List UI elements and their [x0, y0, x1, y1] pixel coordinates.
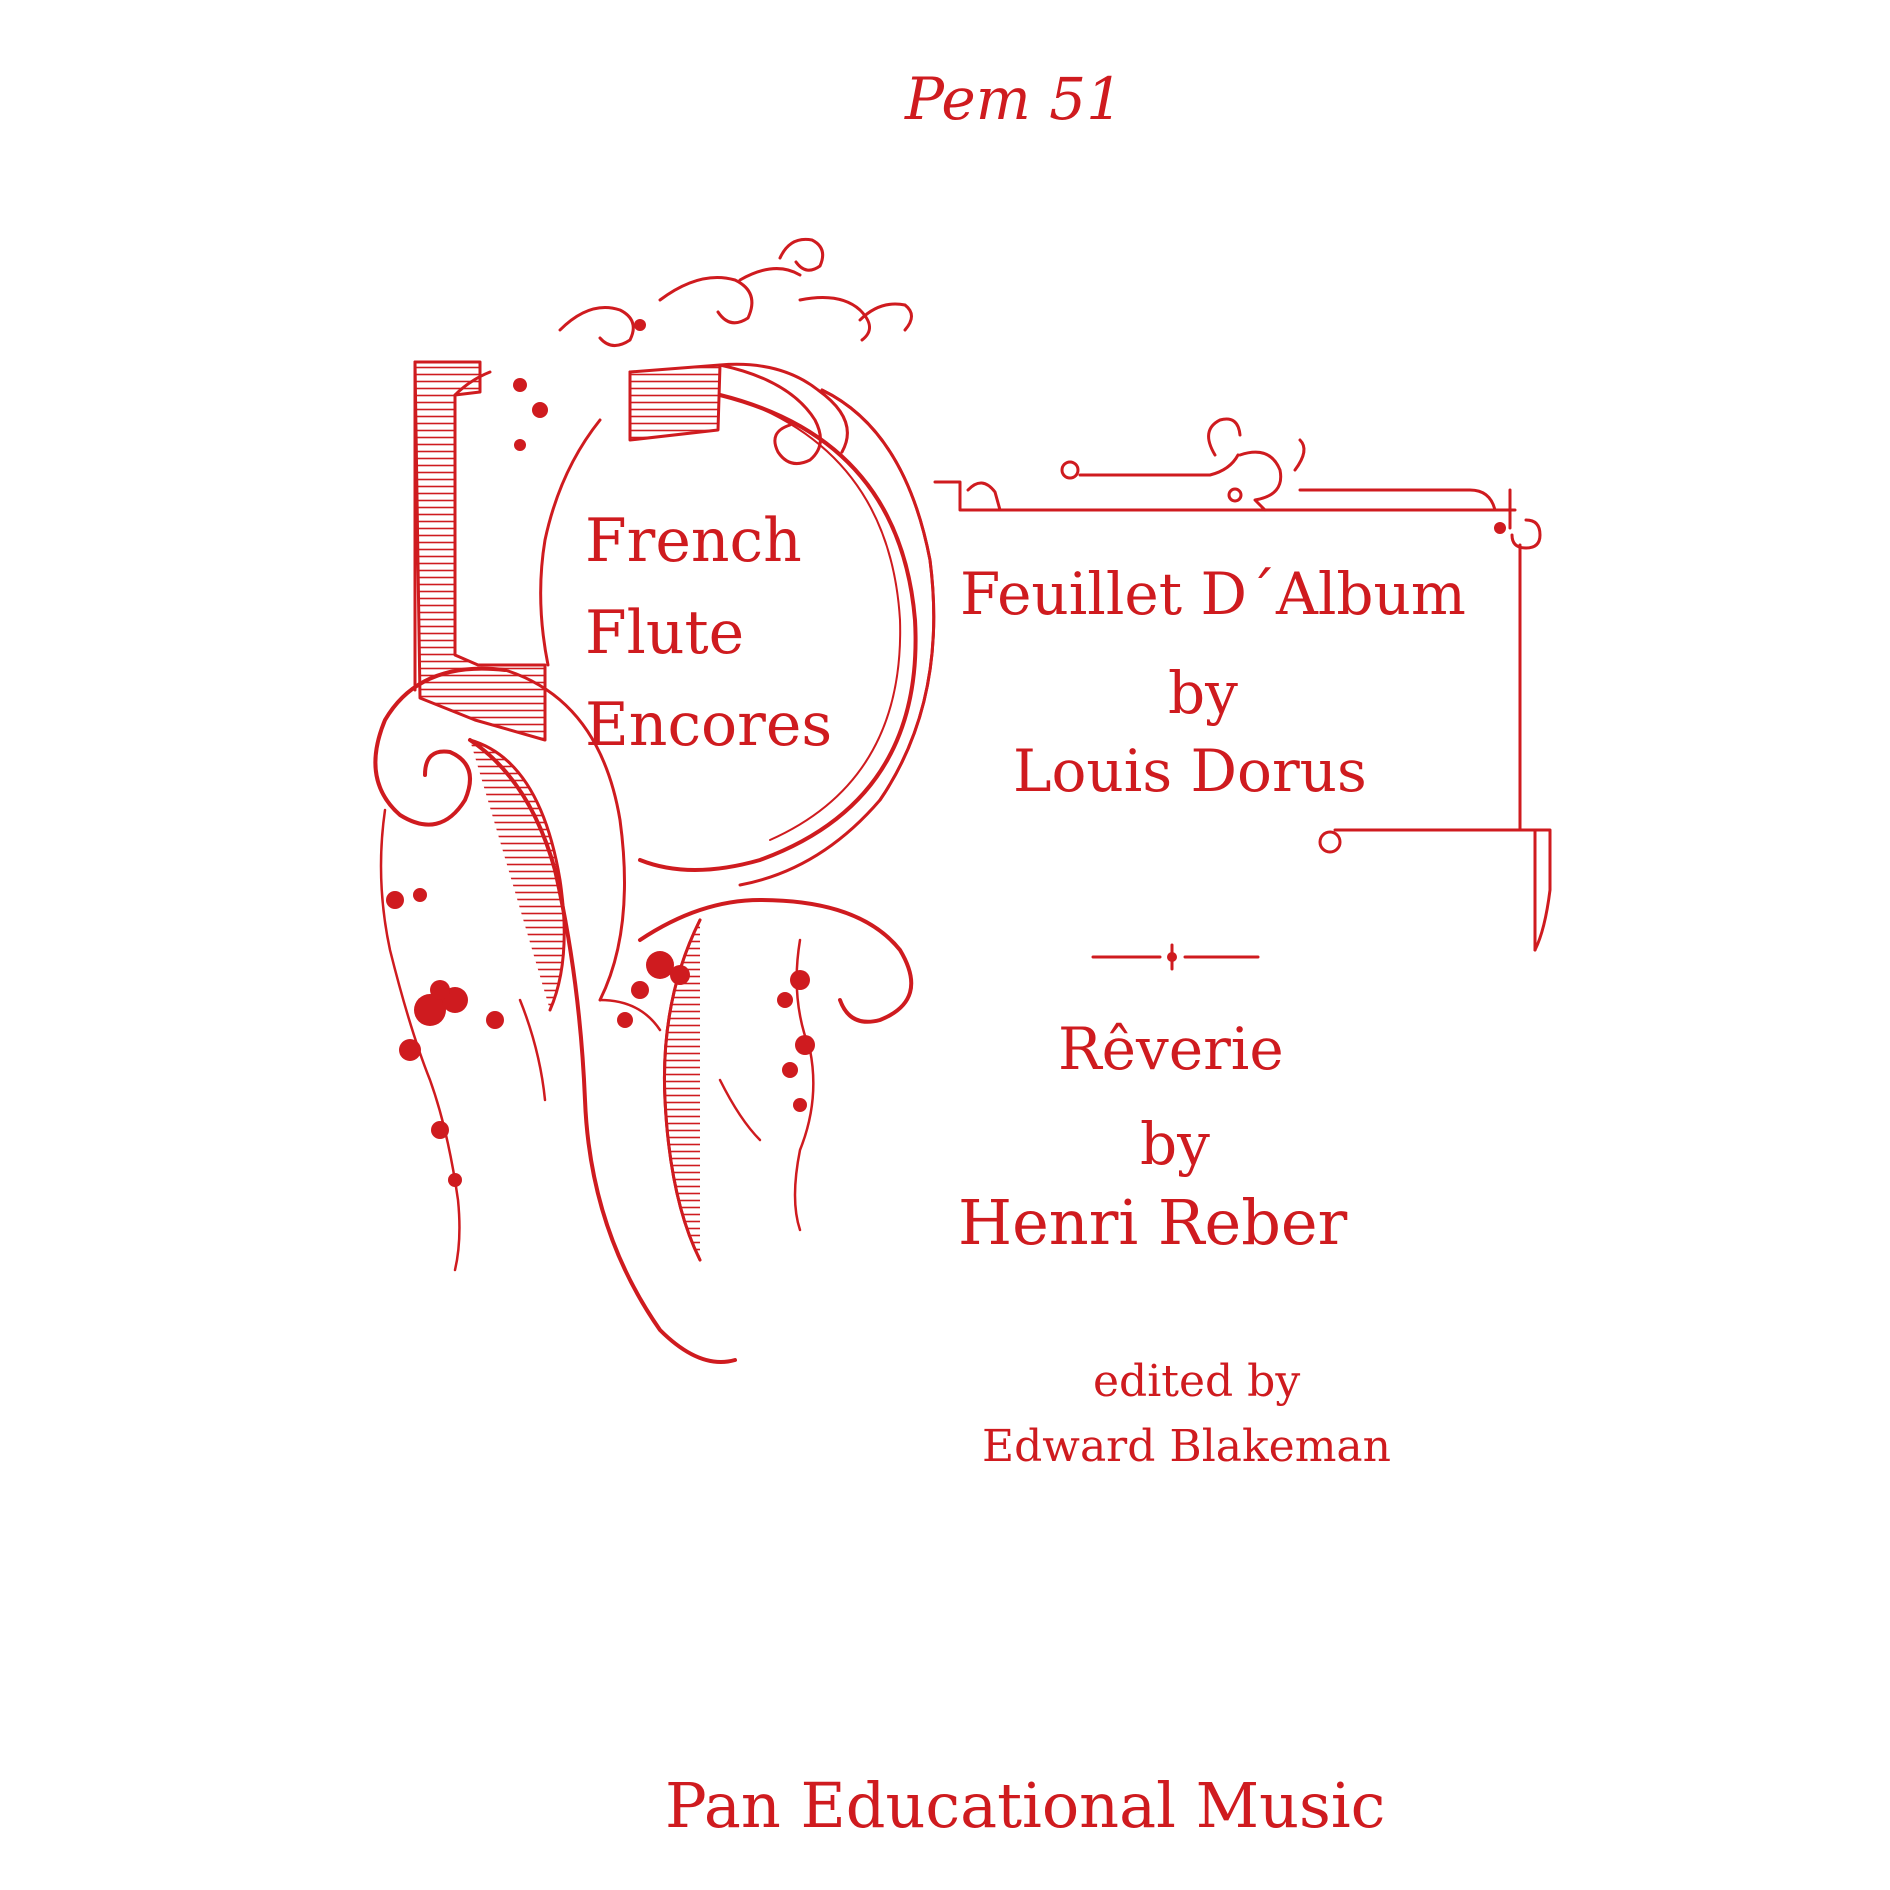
series-title-line-1: French	[585, 506, 802, 576]
work-1-by: by	[1168, 659, 1238, 727]
series-title: French Flute Encores	[585, 495, 832, 771]
work-2-composer: Henri Reber	[958, 1186, 1348, 1259]
edited-by-label: edited by	[1093, 1356, 1301, 1407]
series-title-line-3: Encores	[585, 690, 833, 760]
publisher-name: Pan Educational Music	[665, 1769, 1386, 1842]
work-1-composer: Louis Dorus	[1013, 737, 1367, 805]
catalog-number: Pem 51	[905, 65, 1123, 133]
work-2-by: by	[1140, 1110, 1210, 1178]
editor-name: Edward Blakeman	[982, 1421, 1391, 1472]
work-1-title: Feuillet D´Album	[960, 560, 1466, 628]
work-2-title: Rêverie	[1058, 1015, 1284, 1083]
series-title-line-2: Flute	[585, 598, 745, 668]
